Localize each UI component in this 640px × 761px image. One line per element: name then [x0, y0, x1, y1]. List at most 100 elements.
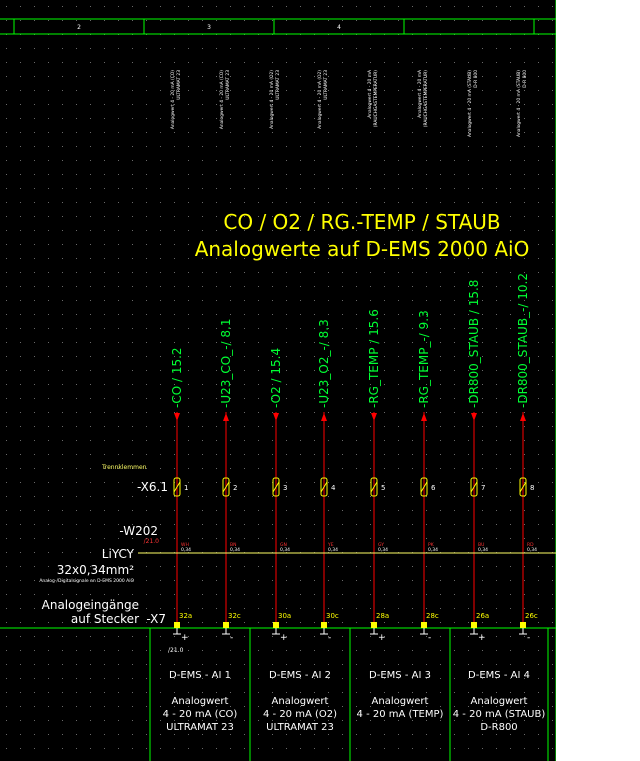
pin-7[interactable] — [471, 622, 477, 628]
pin-label-3: 30a — [278, 612, 291, 620]
input-line3-1: ULTRAMAT 23 — [166, 722, 234, 733]
terminal-4[interactable] — [320, 477, 328, 497]
arrow-in-5 — [371, 413, 377, 421]
device-label-2-line-1: Analogwert 4 - 20 mA (CO) — [219, 70, 225, 129]
terminal-5[interactable] — [370, 477, 378, 497]
pin-label-5: 28a — [376, 612, 389, 620]
terminal-2[interactable] — [222, 477, 230, 497]
pin-polarity-6: - — [428, 633, 431, 643]
signal-label-2: -U23_CO_-/ 8.1 — [219, 319, 233, 408]
connector-pins: 32a+32c-30a+30c-28a+28c-26a+26c- — [173, 612, 538, 643]
terminal-1[interactable] — [173, 477, 181, 497]
cable-type: LiYCY — [102, 547, 135, 561]
terminal-number-1: 1 — [184, 484, 188, 492]
terminal-number-5: 5 — [381, 484, 385, 492]
device-label-7-line-1: Analogwert 4 - 20 mA (STAUB) — [467, 70, 473, 137]
wires — [174, 412, 526, 628]
cable-ref: /21.0 — [144, 538, 160, 545]
pin-polarity-5: + — [378, 633, 386, 643]
pin-polarity-4: - — [328, 633, 331, 643]
pin-4[interactable] — [321, 622, 327, 628]
input-line2-2: 4 - 20 mA (O2) — [263, 709, 337, 720]
header-column-4: 4 — [337, 24, 341, 31]
pin-polarity-3: + — [280, 633, 288, 643]
wire-cross-section-4: 0,34 — [328, 547, 338, 553]
input-line2-4: 4 - 20 mA (STAUB) — [453, 709, 546, 720]
pin-label-2: 32c — [228, 612, 241, 620]
signal-label-3: -O2 / 15.4 — [269, 348, 283, 408]
pin-label-7: 26a — [476, 612, 489, 620]
device-label-4-line-2: ULTRAMAT 23 — [323, 70, 329, 100]
wire-cross-section-5: 0,34 — [378, 547, 388, 553]
device-label-1-line-1: Analogwert 4 - 20 mA (CO) — [170, 70, 176, 129]
arrow-in-3 — [273, 413, 279, 421]
arrow-out-4 — [321, 413, 327, 421]
pin-polarity-7: + — [478, 633, 486, 643]
device-label-5-line-2: (RAUCHGASTEMPERATUR) — [373, 70, 379, 128]
connector-name: -X7 — [146, 612, 166, 626]
input-line2-1: 4 - 20 mA (CO) — [163, 709, 238, 720]
device-label-6-line-2: (RAUCHGASTEMPERATUR) — [423, 70, 429, 128]
pin-polarity-8: - — [527, 633, 530, 643]
cable-size: 32x0,34mm² — [57, 563, 134, 577]
pin-3[interactable] — [273, 622, 279, 628]
signal-label-4: -U23_O2_-/ 8.3 — [317, 319, 331, 408]
input-line1-2: Analogwert — [272, 696, 329, 707]
device-label-3-line-1: Analogwert 4 - 20 mA (O2) — [269, 70, 275, 129]
pin-5[interactable] — [371, 622, 377, 628]
terminal-6[interactable] — [420, 477, 428, 497]
pin-1[interactable] — [174, 622, 180, 628]
pin-2[interactable] — [223, 622, 229, 628]
wire-color-2: BN — [230, 542, 236, 548]
input-line1-1: Analogwert — [172, 696, 229, 707]
sheet-header: 2 3 4 — [0, 0, 556, 761]
header-column-2: 2 — [77, 24, 81, 31]
cable-name: -W202 — [119, 524, 158, 538]
device-label-5-line-1: Analogwert 4 - 20 mA — [367, 70, 373, 118]
wire-cross-section-1: 0,34 — [181, 547, 191, 553]
wire-color-7: BU — [478, 542, 484, 548]
arrow-out-2 — [223, 413, 229, 421]
pin-label-8: 26c — [525, 612, 538, 620]
title-line-2: Analogwerte auf D-EMS 2000 AiO — [195, 237, 530, 261]
terminal-number-6: 6 — [431, 484, 436, 492]
wire-color-8: RD — [527, 542, 534, 548]
input-name-1: D-EMS - AI 1 — [169, 670, 231, 681]
device-label-3-line-2: ULTRAMAT 23 — [275, 70, 281, 100]
pin-label-1: 32a — [179, 612, 192, 620]
device-label-8-line-2: D-R 800 — [522, 70, 528, 88]
terminal-8[interactable] — [519, 477, 527, 497]
wire-color-6: PK — [428, 542, 435, 548]
wire-cross-section-6: 0,34 — [428, 547, 438, 553]
pin-8[interactable] — [520, 622, 526, 628]
input-name-4: D-EMS - AI 4 — [468, 670, 530, 681]
wire-color-1: WH — [181, 542, 189, 548]
connector-label-2: auf Stecker — [71, 612, 139, 626]
signal-label-6: -RG_TEMP_-/ 9.3 — [417, 310, 431, 408]
device-label-1-line-2: ULTRAMAT 23 — [176, 70, 182, 100]
pin-label-4: 30c — [326, 612, 339, 620]
terminal-strip-name: -X6.1 — [137, 480, 168, 494]
pin-6[interactable] — [421, 622, 427, 628]
terminal-7[interactable] — [470, 477, 478, 497]
input-boxes: D-EMS - AI 1 Analogwert 4 - 20 mA (CO) ULTR… — [149, 628, 549, 761]
connector-ref: /21.0 — [168, 647, 184, 654]
terminal-3[interactable] — [272, 477, 280, 497]
wire-color-4: YE — [327, 542, 334, 548]
title-line-1: CO / O2 / RG.-TEMP / STAUB — [223, 210, 500, 234]
schematic-sheet: 2 3 4 Analogwert 4 - 20 mA (CO)ULTRAMAT … — [0, 0, 556, 761]
terminal-number-7: 7 — [481, 484, 485, 492]
terminal-number-4: 4 — [331, 484, 336, 492]
device-label-8-line-1: Analogwert 4 - 20 mA (STAUB) — [516, 70, 522, 137]
wire-cross-section-7: 0,34 — [478, 547, 488, 553]
pin-polarity-1: + — [181, 633, 189, 643]
input-line3-4: D-R800 — [480, 722, 517, 733]
wire-color-3: GN — [280, 542, 287, 548]
wire-cross-section-8: 0,34 — [527, 547, 537, 553]
input-line1-4: Analogwert — [471, 696, 528, 707]
wire-cross-section-3: 0,34 — [280, 547, 290, 553]
device-label-7-line-2: D-R 800 — [473, 70, 479, 88]
arrow-in-7 — [471, 413, 477, 421]
